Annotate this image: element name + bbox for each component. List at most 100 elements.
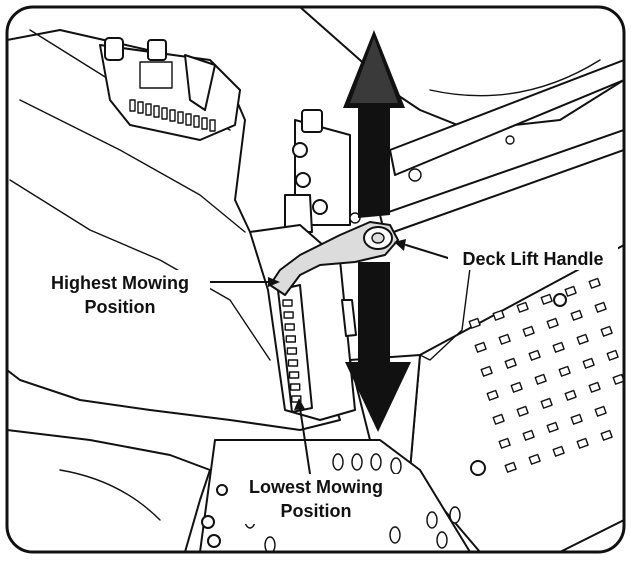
floor-perforation [474,341,487,353]
floor-perforation [564,285,577,297]
floor-perforation [516,405,529,417]
floor-perforation [480,365,493,377]
console-serration [169,109,176,122]
console-lever [184,54,216,111]
floor-perforation [600,325,613,337]
floor-perforation [606,349,619,361]
console-serration [193,115,200,128]
floor-perforation [564,389,577,401]
step-hole [426,511,438,529]
console-serration [145,103,152,116]
floor-perforation [528,349,541,361]
console-serrations [129,99,216,132]
rod-pin [505,135,515,145]
lift-rod [389,59,624,176]
console-serration [153,105,160,118]
height-notch [286,347,298,355]
deck-edge-curve [419,267,471,361]
machine-illustration [7,7,624,552]
floor-perforation [576,333,589,345]
step-bolt-3 [216,484,228,496]
height-notches [282,299,302,403]
step-bolt-2 [207,534,221,548]
console-switch [139,61,173,89]
handle-leader-line [405,244,449,259]
floor-perforation [552,445,565,457]
console-serration [161,107,168,120]
console-serration [129,99,136,112]
lower-fender [7,429,211,552]
floor-perforation [576,437,589,449]
handle-label-bg [448,246,618,270]
floor-perforation [540,293,553,305]
floor-perforation [546,421,559,433]
step-bolt-1 [201,515,215,529]
console-knob-right [147,39,167,61]
floor-perforation [588,381,601,393]
lowest-leader-line [299,407,311,475]
floor-perforations [468,277,624,473]
label-highest-line1: Highest Mowing [51,273,189,293]
step-hole [351,453,363,471]
bracket-bolt-3 [312,199,328,215]
floor-perforation [504,357,517,369]
body-contour-1 [19,99,246,233]
side-tab [341,299,357,337]
height-notch [284,323,295,331]
height-notch [287,359,299,367]
floor-perforation [486,389,499,401]
body-contour-2 [9,179,271,361]
console-serration [209,119,216,132]
label-highest-line2: Position [85,297,156,317]
height-notch [283,311,294,319]
arrow-up-highlight [350,38,398,103]
floor-perforation [582,357,595,369]
floor-perforation [492,413,505,425]
step-hole [264,536,276,552]
console-serration [201,117,208,130]
floor-perforation [522,429,535,441]
floor-perforation [498,333,511,345]
floor-perforation [504,461,517,473]
bracket-foot [284,194,313,233]
floor-bolt-1 [553,293,567,307]
step-hole [389,526,401,544]
height-notch [285,335,296,343]
height-notch [291,395,302,403]
floor-perforation [534,373,547,385]
handle-knob-center [371,232,385,244]
floor-perforation [510,381,523,393]
bracket-top-bolt [301,109,323,133]
hood-contour [429,59,601,97]
height-notch [288,371,300,379]
step-hole [332,453,344,471]
floor-perforation [540,397,553,409]
floor-bolt-2 [470,460,486,476]
handle-pivot [349,212,361,224]
fender-contour [59,469,161,521]
label-deck-lift-handle: Deck Lift Handle [462,249,603,269]
step-hole [449,506,461,524]
floor-perforation [594,301,607,313]
floor-perforation [522,325,535,337]
floor-perforation [516,301,529,313]
step-hole [370,453,382,471]
lowest-label-bg [232,474,400,524]
step-hole [436,531,448,549]
frame-border [5,5,626,554]
console-serration [185,113,192,126]
floor-perforation [588,277,601,289]
floor-perforation [492,309,505,321]
rod-bolt [408,168,422,182]
floor-perforation [528,453,541,465]
highest-leader-arrowhead [268,277,280,287]
bracket-bolt-2 [295,172,311,188]
handle-leader-arrowhead [394,239,406,251]
step-hole [390,457,402,475]
console-knob-left [104,37,124,61]
floor-perforation [594,405,607,417]
height-notch [290,383,301,391]
console-serration [177,111,184,124]
